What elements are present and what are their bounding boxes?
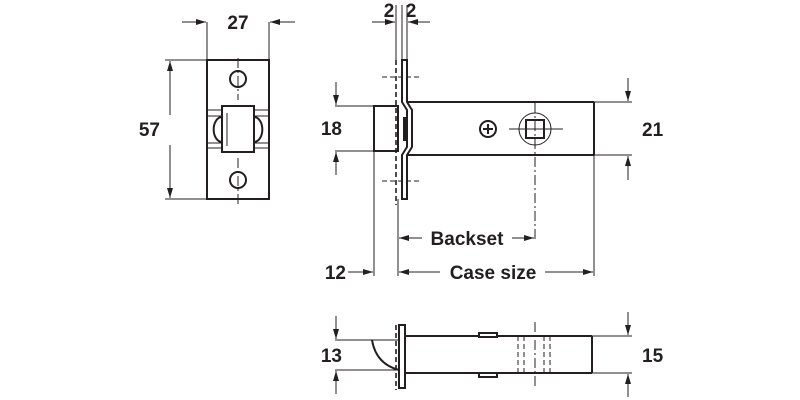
dim-forend-2b: 2: [406, 1, 417, 22]
latch-bolt-side: [373, 105, 399, 152]
side-view: [333, 5, 632, 276]
forend-side: [401, 59, 413, 200]
top-view: [333, 312, 632, 397]
dim-forend-2a: 2: [384, 1, 395, 22]
dim-case-15: 15: [642, 346, 664, 367]
dim-backset: Backset: [431, 229, 505, 250]
dim-bolt-18: 18: [321, 119, 342, 140]
dim-width-27: 27: [227, 13, 248, 34]
front-view: [165, 19, 295, 205]
dim-case-size: Case size: [450, 263, 537, 284]
fixing-screw-icon: [479, 120, 497, 138]
dim-case-21: 21: [642, 120, 664, 141]
dim-bolt-13: 13: [321, 346, 342, 367]
dim-projection-12: 12: [325, 263, 346, 284]
dim-height-57: 57: [139, 120, 160, 141]
